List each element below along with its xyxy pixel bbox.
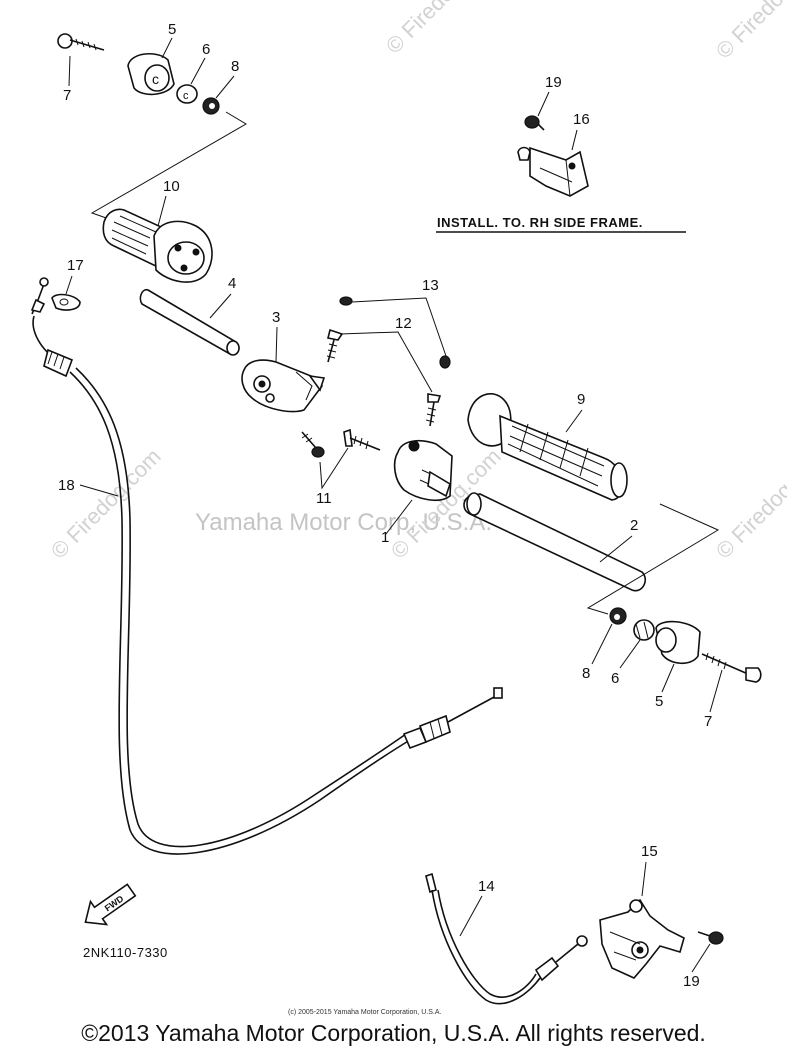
callout-8-right: 8: [582, 665, 590, 682]
small-copyright: (c) 2005-2015 Yamaha Motor Corporation, …: [288, 1009, 441, 1016]
watermark-brand-left: © Firedog.com: [46, 444, 166, 564]
callout-15: 15: [641, 843, 658, 860]
part-16-bracket: [517, 146, 589, 197]
part-17-clip: [51, 293, 81, 311]
part-19-bolt-bottom: [697, 931, 724, 945]
part-6-collar-right: [633, 619, 655, 641]
callout-5-right: 5: [655, 693, 663, 710]
part-1-throttle-housing: [393, 439, 453, 502]
watermark-brand-right: © Firedog.com: [711, 444, 787, 564]
callout-6-right: 6: [611, 670, 619, 687]
fwd-arrow-icon: FWD: [84, 883, 137, 926]
part-11-screws: [301, 428, 381, 458]
callout-7-left: 7: [63, 87, 71, 104]
watermark-center-text: Yamaha Motor Corp, U.S.A.: [195, 509, 492, 536]
callout-19-top: 19: [545, 74, 562, 91]
callout-19-bottom: 19: [683, 973, 700, 990]
watermark-brand-top-right: © Firedog.com: [711, 0, 787, 64]
right-bar-end-group: [609, 607, 762, 683]
callout-7-right: 7: [704, 713, 712, 730]
callout-1: 1: [381, 529, 389, 546]
callout-9: 9: [577, 391, 585, 408]
part-12-screws: [326, 328, 442, 427]
footer-copyright: ©2013 Yamaha Motor Corporation, U.S.A. A…: [81, 1020, 706, 1046]
part-10-left-grip: [102, 208, 213, 283]
part-13-screws: [339, 296, 451, 369]
callout-3: 3: [272, 309, 280, 326]
callout-12: 12: [395, 315, 412, 332]
callout-4: 4: [228, 275, 236, 292]
part-8-nut-right: [609, 607, 627, 625]
part-14-cable: [425, 872, 588, 1005]
part-6-collar-left: c: [176, 84, 198, 104]
callout-16: 16: [573, 111, 590, 128]
part-5-weight-left: c: [127, 53, 175, 96]
watermark-brand-top: © Firedog.com: [381, 0, 501, 59]
part-7-screw-right: [701, 652, 762, 683]
callout-11: 11: [316, 490, 332, 507]
svg-text:c: c: [183, 90, 189, 102]
callout-13: 13: [422, 277, 439, 294]
callout-17: 17: [67, 257, 84, 274]
callout-2: 2: [630, 517, 638, 534]
part-19-bolt-top: [524, 115, 545, 131]
callout-14: 14: [478, 878, 495, 895]
left-bar-end-group: 7 c 5 c 6 8: [57, 21, 247, 221]
part-4-tube: [139, 288, 240, 356]
install-note: INSTALL. TO. RH SIDE FRAME.: [437, 215, 643, 230]
callout-6-left: 6: [202, 41, 210, 58]
part-7-screw-left: [57, 33, 105, 51]
part-15-lever: [599, 898, 685, 979]
part-3-switch-housing: [241, 359, 326, 413]
callout-8-left: 8: [231, 58, 239, 75]
svg-text:c: c: [152, 71, 159, 87]
part-2-tube: [463, 492, 647, 592]
callout-18: 18: [58, 477, 75, 494]
part-18-throttle-cable: [30, 277, 503, 855]
part-9-right-grip: [467, 393, 628, 501]
callout-10: 10: [163, 178, 180, 195]
part-8-nut-left: [202, 97, 220, 115]
catalog-number: 2NK110-7330: [83, 945, 168, 960]
part-5-weight-right: [655, 620, 701, 665]
callout-5-left: 5: [168, 21, 176, 38]
